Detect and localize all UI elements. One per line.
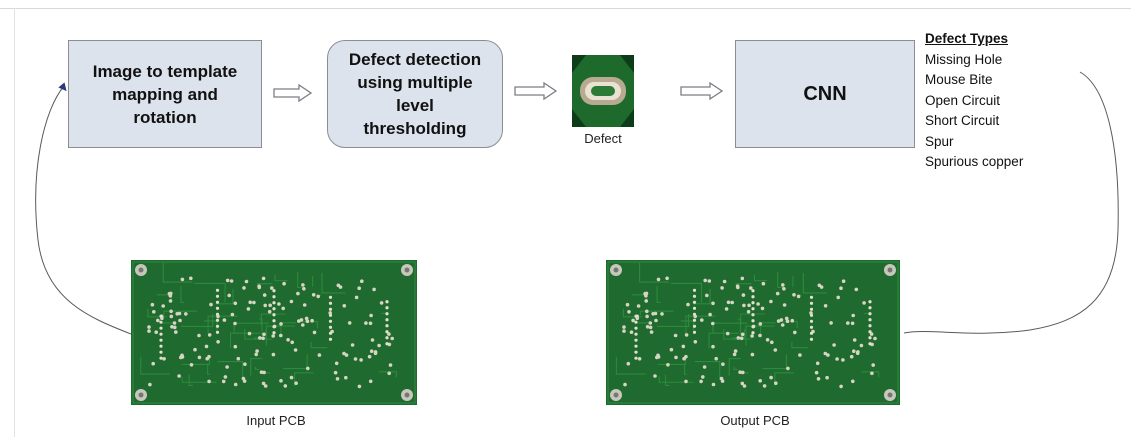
template-mapping-box: Image to template mapping and rotation [68,40,262,148]
defect-type-item: Missing Hole [925,51,1003,67]
frame-top-border [0,8,1131,9]
defect-detection-line-4: thresholding [363,119,467,138]
input-pcb-label: Input PCB [246,413,306,428]
defect-label: Defect [584,131,622,146]
defect-crop-image [572,55,634,127]
defect-type-item: Open Circuit [925,92,1001,108]
frame-left-border [14,8,15,437]
defect-type-item: Spur [925,133,954,149]
defect-type-item: Short Circuit [925,113,1000,128]
template-mapping-line-1: Image to template [92,61,238,81]
defect-types-to-output-curve [903,71,1119,334]
output-pcb-label: Output PCB [720,413,790,428]
defect-detection-line-2: using multiple [357,73,473,92]
right-arrow-icon [514,82,558,100]
mapping-arrowhead-icon [58,82,67,92]
defect-detection-line-3: level [396,96,434,115]
defect-type-item: Mouse Bite [925,72,993,87]
input-to-mapping-curve [35,85,132,335]
defect-types-list: Defect Types Missing Hole Mouse Bite Ope… [925,29,1023,173]
template-mapping-line-3: rotation [133,107,197,127]
cnn-label: CNN [803,82,847,105]
defect-type-item: Spurious copper [925,154,1024,169]
cnn-box: CNN [735,40,915,148]
defect-detection-line-1: Defect detection [348,50,482,69]
right-arrow-icon [680,82,724,100]
output-pcb-image [606,260,900,405]
right-arrow-icon [273,84,313,102]
input-pcb-image [131,260,417,405]
template-mapping-line-2: mapping and [112,84,218,104]
defect-types-title: Defect Types [925,31,1009,46]
defect-detection-box: Defect detection using multiple level th… [327,40,503,148]
